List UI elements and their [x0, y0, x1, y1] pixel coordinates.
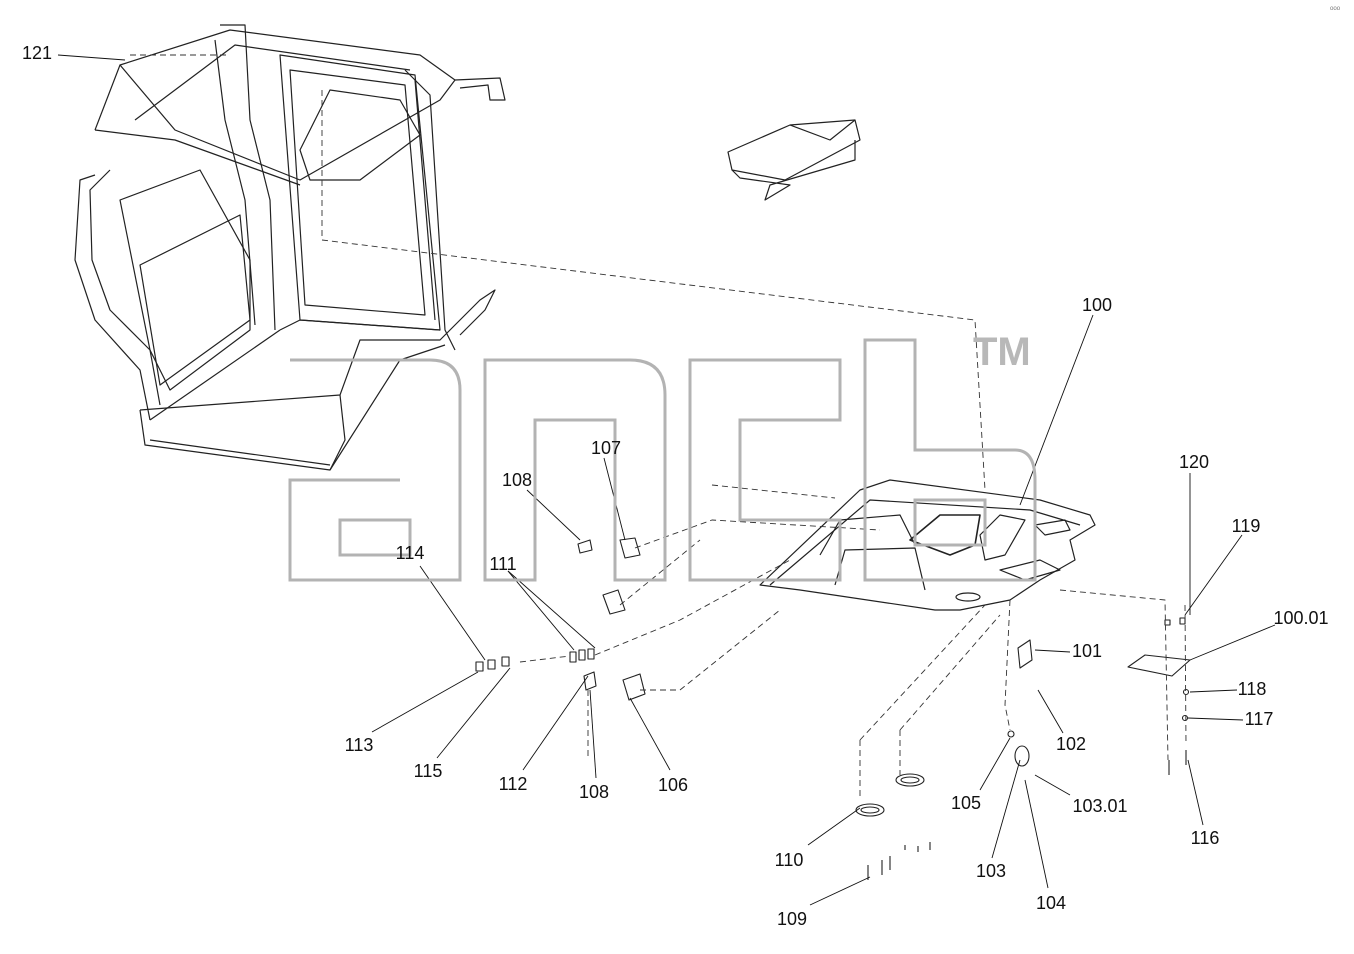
- callout-103-01: 103.01: [1072, 796, 1128, 816]
- roof-box-part: [727, 119, 861, 201]
- callout-117: 117: [1244, 709, 1274, 729]
- callout-113: 113: [344, 735, 374, 755]
- callout-112: 112: [498, 774, 528, 794]
- callout-103: 103: [975, 861, 1007, 881]
- callout-107: 107: [590, 438, 622, 458]
- callout-102: 102: [1055, 734, 1087, 754]
- callout-118: 118: [1237, 679, 1267, 699]
- callout-110: 110: [774, 850, 804, 870]
- callout-104: 104: [1035, 893, 1067, 913]
- callout-111: 111: [489, 554, 517, 574]
- callout-109: 109: [776, 909, 808, 929]
- cab-frame-part: [74, 24, 506, 471]
- leader-lines: [57, 54, 1276, 906]
- corner-mark: ᵒᵒᵒ: [1330, 4, 1341, 14]
- headliner-part: [759, 479, 1096, 611]
- callout-106: 106: [657, 775, 689, 795]
- callout-121: 121: [21, 43, 53, 63]
- trademark-mark: TM: [973, 330, 1031, 374]
- callout-115: 115: [413, 761, 443, 781]
- callout-101: 101: [1071, 641, 1103, 661]
- small-parts: [475, 537, 1191, 880]
- callout-100-01: 100.01: [1273, 608, 1329, 628]
- callout-108-upper: 108: [501, 470, 533, 490]
- callout-114: 114: [395, 543, 425, 563]
- callout-119: 119: [1231, 516, 1261, 536]
- callout-116: 116: [1190, 828, 1220, 848]
- callout-100: 100: [1081, 295, 1113, 315]
- callout-108-lower: 108: [578, 782, 610, 802]
- callout-120: 120: [1178, 452, 1210, 472]
- callout-105: 105: [950, 793, 982, 813]
- brand-watermark: [288, 338, 1037, 582]
- assembly-lines: [130, 54, 1187, 800]
